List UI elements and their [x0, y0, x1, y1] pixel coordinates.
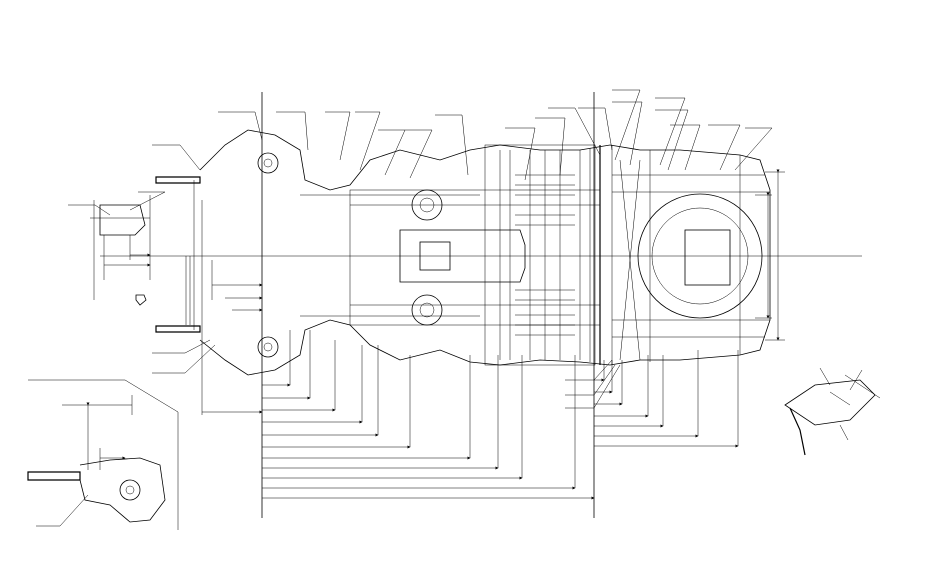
section-view	[784, 367, 881, 456]
front-datum-marks	[185, 180, 195, 330]
front-bracket-detail	[90, 195, 151, 306]
inset-detail-view	[27, 379, 179, 530]
horizontal-dimensions-rear	[594, 350, 739, 448]
leader-lines-top	[68, 89, 773, 216]
rear-height-dimension	[755, 169, 785, 341]
leader-lines-bottom	[152, 339, 621, 409]
horizontal-dimensions-front	[202, 260, 595, 500]
underbody-outline	[155, 129, 771, 376]
